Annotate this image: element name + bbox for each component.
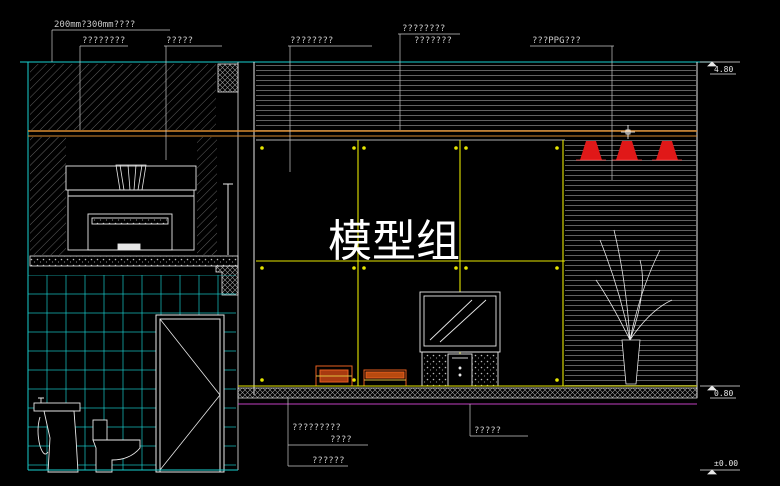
decor-box-left (315, 365, 353, 387)
wall-finish-label: ???????? (82, 36, 125, 46)
upper-wall-hatch (30, 64, 216, 130)
column-hatch (30, 137, 66, 255)
door (155, 314, 225, 473)
floor-note-b-label: ???? (330, 435, 352, 445)
level-marker-top (700, 61, 740, 75)
floor-section (28, 385, 698, 471)
wash-basin-icon (33, 397, 81, 473)
center-panel-label: ???????? (290, 36, 333, 46)
top-note-a-label: ???????? (402, 24, 445, 34)
decor-box-right (363, 369, 407, 387)
level-marker-base (700, 469, 740, 475)
column-hatch-right (197, 137, 217, 255)
cabinet-label: ????? (166, 36, 193, 46)
level-marker-mid (700, 385, 740, 399)
plant-vase-icon (595, 229, 673, 385)
floor-note-right-label: ????? (474, 426, 501, 436)
level-top-label: 4.80 (714, 65, 733, 74)
level-mid-label: 0.80 (714, 389, 733, 398)
panel-fasteners (260, 146, 559, 382)
tile-spec-label: 200mm?300mm???? (54, 20, 135, 30)
watermark: 模型组 (328, 216, 460, 267)
floor-note-a-label: ????????? (292, 423, 341, 433)
cursor-crosshair-icon (621, 125, 635, 139)
level-base-label: ±0.00 (714, 459, 738, 468)
stripe-panel-top (256, 64, 696, 132)
spotlight-icon (576, 141, 682, 161)
leader-lines (51, 29, 614, 467)
floor-note-c-label: ?????? (312, 456, 345, 466)
top-note-b-label: ??????? (414, 36, 452, 46)
tv-unit (419, 291, 501, 387)
basket-icon (115, 164, 147, 191)
rod-icon (223, 183, 233, 255)
toilet-icon (92, 419, 141, 473)
ceiling-trim (28, 130, 697, 137)
wall-cabinet (65, 165, 197, 251)
beam-section (217, 63, 239, 93)
ppg-label: ???PPG??? (532, 36, 581, 46)
